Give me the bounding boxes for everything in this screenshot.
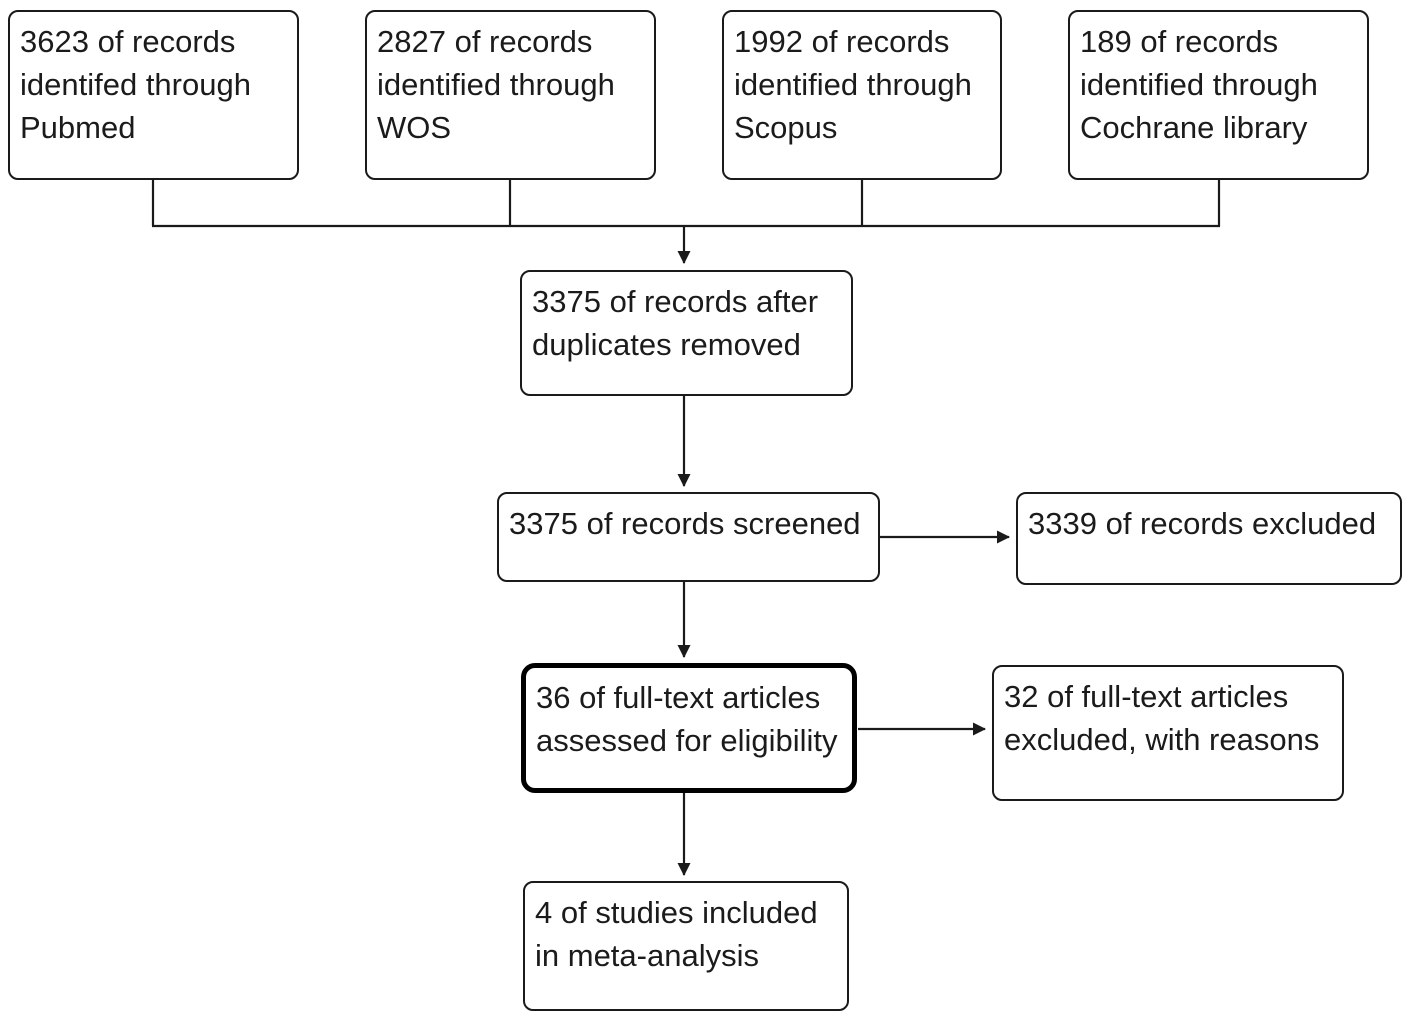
node-records-screened: 3375 of records screened <box>497 492 880 582</box>
node-text-line: identified through <box>734 67 972 102</box>
node-text-line: 3375 of records screened <box>509 506 861 541</box>
node-text-line: 3375 of records after <box>532 284 819 319</box>
node-text-line: WOS <box>377 110 452 145</box>
node-fulltext-assessed: 36 of full-text articles assessed for el… <box>521 663 857 793</box>
node-text-line: identified through <box>1080 67 1318 102</box>
node-text-line: Scopus <box>734 110 838 145</box>
node-text-line: excluded, with reasons <box>1004 722 1320 757</box>
node-records-cochrane: 189 of records identified through Cochra… <box>1068 10 1369 180</box>
node-fulltext-excluded: 32 of full-text articles excluded, with … <box>992 665 1344 801</box>
node-text-line: 3339 of records excluded <box>1028 506 1377 541</box>
node-text-line: 189 of records <box>1080 24 1279 59</box>
node-text-line: 32 of full-text articles <box>1004 679 1289 714</box>
node-records-scopus: 1992 of records identified through Scopu… <box>722 10 1002 180</box>
node-duplicates-removed: 3375 of records after duplicates removed <box>520 270 853 396</box>
node-text-line: 2827 of records <box>377 24 593 59</box>
node-records-excluded: 3339 of records excluded <box>1016 492 1402 585</box>
node-text-line: identifed through <box>20 67 251 102</box>
node-text-line: identified through <box>377 67 615 102</box>
node-records-wos: 2827 of records identified through WOS <box>365 10 656 180</box>
node-text-line: 1992 of records <box>734 24 950 59</box>
node-text-line: assessed for eligibility <box>536 723 838 758</box>
node-text-line: 4 of studies included <box>535 895 818 930</box>
node-text-line: Pubmed <box>20 110 136 145</box>
node-studies-included: 4 of studies included in meta-analysis <box>523 881 849 1011</box>
node-text-line: in meta-analysis <box>535 938 759 973</box>
node-text-line: Cochrane library <box>1080 110 1308 145</box>
node-text-line: 36 of full-text articles <box>536 680 821 715</box>
node-text-line: 3623 of records <box>20 24 236 59</box>
node-text-line: duplicates removed <box>532 327 801 362</box>
node-records-pubmed: 3623 of records identifed through Pubmed <box>8 10 299 180</box>
